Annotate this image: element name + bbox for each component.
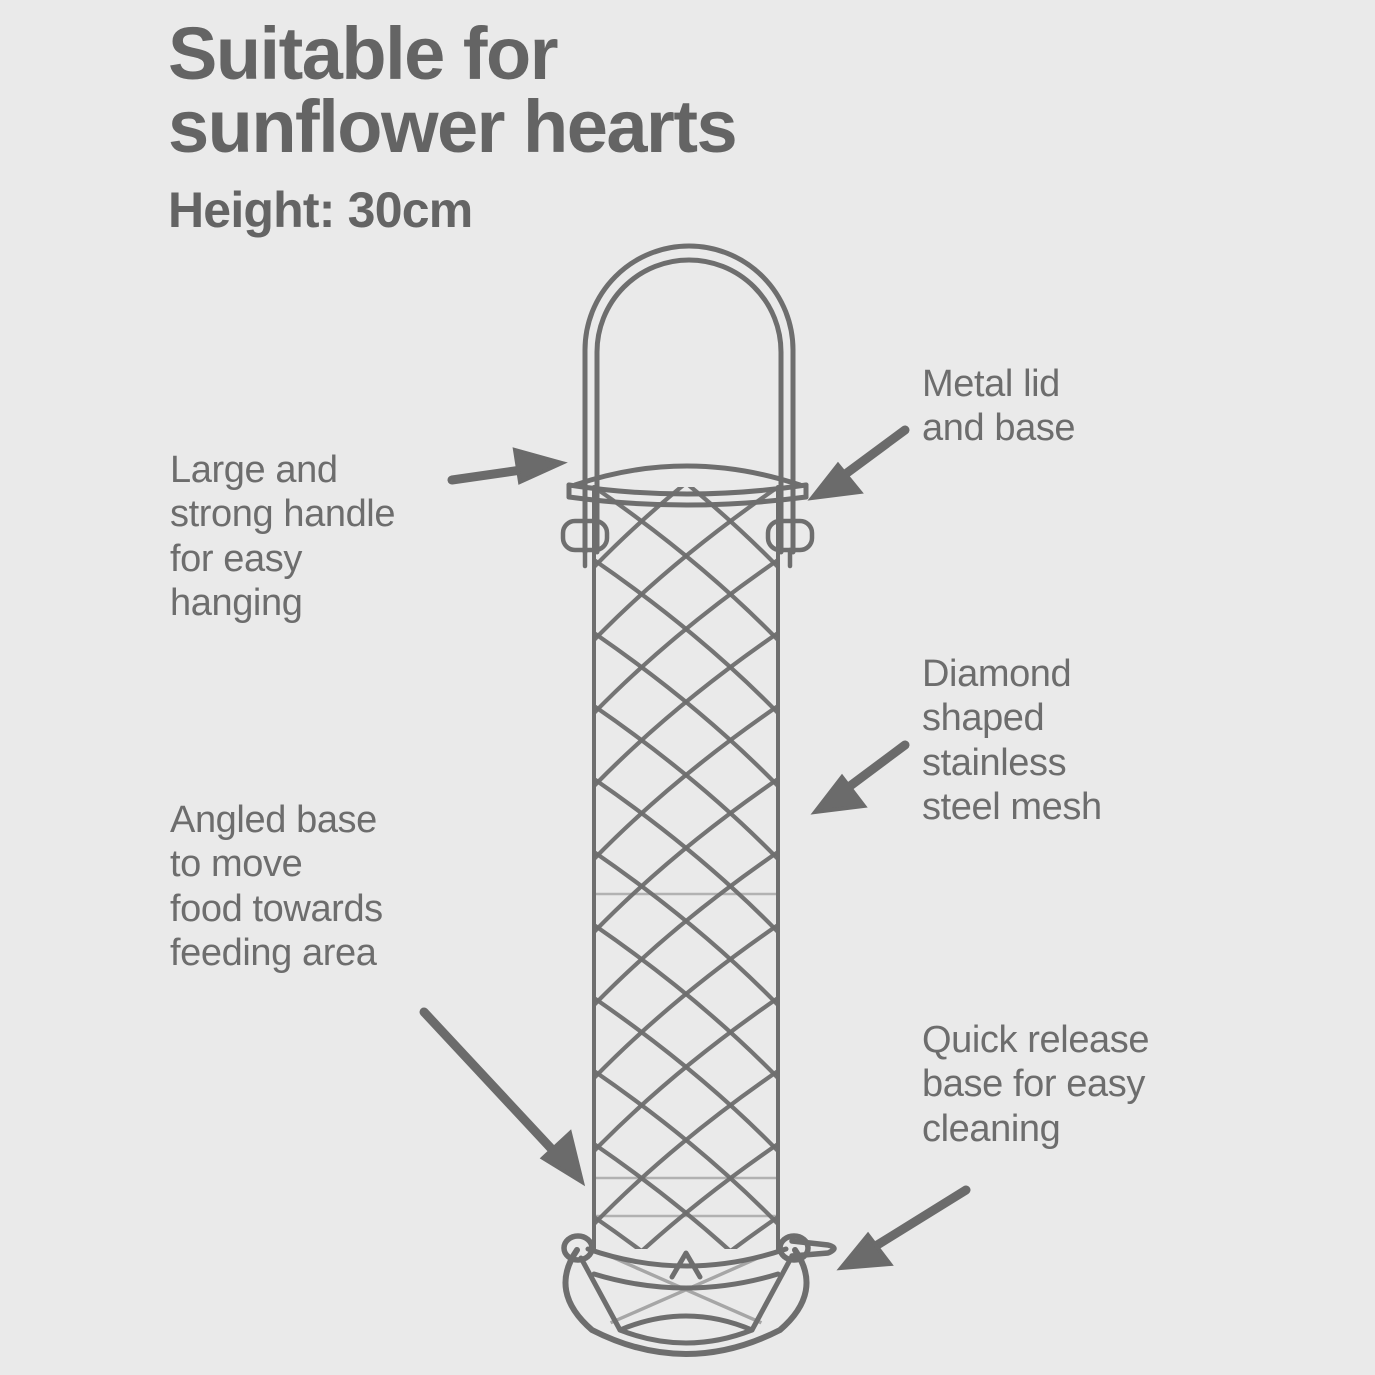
- callout-label-quick-release: Quick release base for easy cleaning: [922, 1019, 1150, 1150]
- page-title: Suitable for sunflower hearts: [168, 12, 738, 168]
- arrow-to-quick-release: [836, 1185, 971, 1271]
- arrow-to-angled-base: [419, 1007, 586, 1187]
- arrow-to-mesh: [810, 740, 910, 815]
- callout-label-angled-base: Angled base to move food towards feeding…: [170, 799, 383, 975]
- callout-label-handle: Large and strong handle for easy hanging: [170, 449, 396, 625]
- cylinder-edges: [592, 485, 780, 1251]
- diamond-mesh-cylinder: [594, 487, 778, 1249]
- heading-block: Suitable for sunflower hearts Height: 30…: [168, 12, 928, 239]
- handle-part: [582, 243, 796, 555]
- handle-clip-right: [765, 518, 815, 569]
- arrow-to-lid: [807, 425, 910, 501]
- callout-label-metal-lid: Metal lid and base: [922, 363, 1076, 450]
- callout-label-mesh: Diamond shaped stainless steel mesh: [922, 653, 1102, 829]
- quick-release-base-part: [561, 1233, 837, 1357]
- height-subtitle: Height: 30cm: [168, 182, 473, 239]
- handle-clip-left: [560, 518, 610, 569]
- metal-lid-part: [566, 463, 809, 508]
